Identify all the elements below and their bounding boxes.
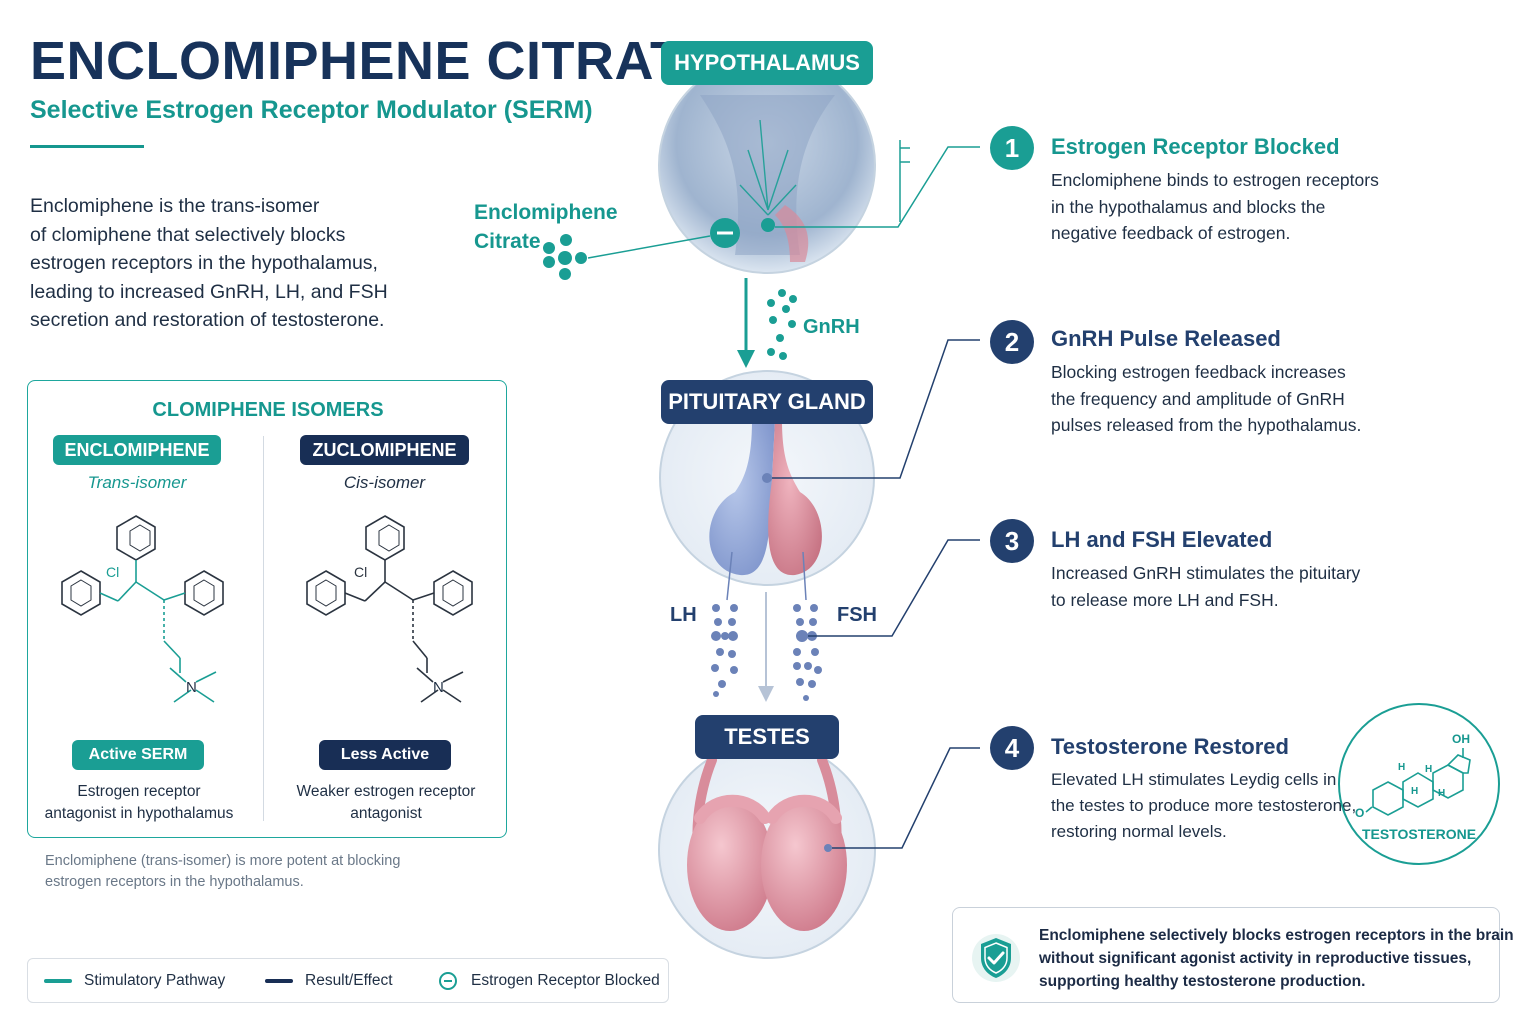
hydrogen-label: H <box>1425 764 1433 775</box>
step-1-number: 1 <box>990 126 1034 170</box>
step-line: the testes to produce more testosterone, <box>1051 796 1357 815</box>
isomers-panel: CLOMIPHENE ISOMERS ENCLOMIPHENE Trans-is… <box>27 380 507 838</box>
step-line: Blocking estrogen feedback increases <box>1051 362 1346 382</box>
hypothalamus-illustration <box>658 56 876 274</box>
hydroxyl-label: OH <box>1452 732 1470 746</box>
gnrh-label: GnRH <box>803 316 860 338</box>
fsh-molecules <box>793 604 822 701</box>
legend-label: Stimulatory Pathway <box>84 972 226 989</box>
legend-item-result: Result/Effect <box>265 972 393 990</box>
chlorine-atom: Cl <box>106 564 119 580</box>
step-line: Increased GnRH stimulates the pituitary <box>1051 563 1361 583</box>
testosterone-label: TESTOSTERONE <box>1361 826 1477 842</box>
summary-line: supporting healthy testosterone producti… <box>1039 973 1366 990</box>
chlorine-atom: Cl <box>354 564 367 580</box>
note-line: estrogen receptors in the hypothalamus. <box>45 874 304 890</box>
intro-line: leading to increased GnRH, LH, and FSH <box>30 280 388 303</box>
oxygen-label: O <box>1355 806 1365 820</box>
arrow-down-icon <box>758 686 774 702</box>
description-line: Weaker estrogen receptor <box>296 783 476 800</box>
drug-label-line: Citrate <box>474 230 541 253</box>
step-1-title: Estrogen Receptor Blocked <box>1051 134 1340 159</box>
intro-line: of clomiphene that selectively blocks <box>30 223 346 246</box>
step-line: negative feedback of estrogen. <box>1051 223 1291 243</box>
summary-box: Enclomiphene selectively blocks estrogen… <box>952 907 1514 1003</box>
step-4-title: Testosterone Restored <box>1051 734 1289 759</box>
shield-check-icon <box>972 934 1020 982</box>
note-line: Enclomiphene (trans-isomer) is more pote… <box>45 853 401 869</box>
step-line: to release more LH and FSH. <box>1051 589 1279 610</box>
fsh-label: FSH <box>837 604 877 626</box>
intro-line: Enclomiphene is the trans-isomer <box>30 195 320 217</box>
legend: Stimulatory Pathway Result/Effect Estrog… <box>27 958 669 1003</box>
enclomiphene-badge: ENCLOMIPHENE <box>53 435 221 465</box>
enclomiphene-subtitle: Trans-isomer <box>87 473 187 492</box>
intro-line: estrogen receptors in the hypothalamus, <box>30 252 378 274</box>
hydrogen-label: H <box>1398 762 1406 773</box>
summary-text: Enclomiphene selectively blocks estrogen… <box>1039 924 1514 993</box>
intro-paragraph: Enclomiphene is the trans-isomer of clom… <box>30 192 450 335</box>
intro-line: secretion and restoration of testosteron… <box>30 309 385 331</box>
step-1-text: Enclomiphene binds to estrogen receptors… <box>1051 167 1379 247</box>
isomers-divider <box>263 436 264 821</box>
isomers-heading: CLOMIPHENE ISOMERS <box>152 399 384 421</box>
hypothalamus-label: HYPOTHALAMUS <box>661 41 873 85</box>
step-4-text: Elevated LH stimulates Leydig cells in t… <box>1051 767 1356 845</box>
arrow-down-icon <box>737 350 755 368</box>
lh-molecules <box>711 604 738 697</box>
zuclomiphene-structure: Cl N <box>306 515 473 703</box>
nitrogen-atom: N <box>433 679 444 696</box>
description-line: Estrogen receptor <box>77 783 201 800</box>
step-line: Enclomiphene binds to estrogen receptors <box>1051 170 1379 190</box>
enclomiphene-structure: Cl N <box>61 515 224 703</box>
step-line: pulses released from the hypothalamus. <box>1051 415 1362 435</box>
navy-line-icon <box>265 979 293 983</box>
page-subtitle: Selective Estrogen Receptor Modulator (S… <box>30 96 593 124</box>
legend-label: Result/Effect <box>305 972 393 989</box>
step-line: the frequency and amplitude of GnRH <box>1051 388 1345 409</box>
gnrh-molecules <box>767 289 797 360</box>
title-divider <box>30 145 144 148</box>
step-3-number: 3 <box>990 519 1034 563</box>
zuclomiphene-badge: ZUCLOMIPHENE <box>300 435 469 465</box>
zuclomiphene-subtitle: Cis-isomer <box>343 473 426 492</box>
pituitary-label: PITUITARY GLAND <box>661 380 873 424</box>
active-serm-badge: Active SERM <box>72 740 204 770</box>
minus-circle-icon <box>439 972 457 990</box>
step-line: in the hypothalamus and blocks the <box>1051 196 1326 217</box>
isomers-note: Enclomiphene (trans-isomer) is more pote… <box>45 851 465 893</box>
legend-label: Estrogen Receptor Blocked <box>471 972 660 989</box>
drug-label-line: Enclomiphene <box>474 201 618 224</box>
hydrogen-label: H <box>1411 786 1419 797</box>
step-4-number: 4 <box>990 726 1034 770</box>
summary-line: without significant agonist activity in … <box>1039 950 1472 967</box>
testes-label: TESTES <box>695 715 839 759</box>
step-line: restoring normal levels. <box>1051 822 1227 841</box>
step-3-text: Increased GnRH stimulates the pituitary … <box>1051 560 1360 613</box>
nitrogen-atom: N <box>186 679 197 696</box>
summary-line: Enclomiphene selectively blocks estrogen… <box>1039 927 1514 944</box>
enclomiphene-molecules <box>543 234 587 280</box>
drug-label: Enclomiphene Citrate <box>474 198 618 256</box>
testes-illustration <box>658 741 876 959</box>
testosterone-badge <box>1338 703 1500 865</box>
description-line: antagonist <box>350 805 422 822</box>
less-active-badge: Less Active <box>319 740 451 770</box>
zuclomiphene-description: Weaker estrogen receptor antagonist <box>275 781 497 825</box>
step-2-text: Blocking estrogen feedback increases the… <box>1051 359 1361 439</box>
legend-item-blocked: Estrogen Receptor Blocked <box>439 972 660 990</box>
enclomiphene-description: Estrogen receptor antagonist in hypothal… <box>28 781 250 825</box>
step-2-number: 2 <box>990 320 1034 364</box>
lh-label: LH <box>670 604 697 626</box>
page-title: ENCLOMIPHENE CITRATE <box>30 31 721 91</box>
step-2-title: GnRH Pulse Released <box>1051 326 1281 351</box>
legend-item-stimulatory: Stimulatory Pathway <box>44 972 225 990</box>
hydrogen-label: H <box>1438 788 1446 799</box>
step-line: Elevated LH stimulates Leydig cells in <box>1051 770 1337 789</box>
teal-line-icon <box>44 979 72 983</box>
step-3-title: LH and FSH Elevated <box>1051 527 1273 552</box>
description-line: antagonist in hypothalamus <box>44 805 234 822</box>
